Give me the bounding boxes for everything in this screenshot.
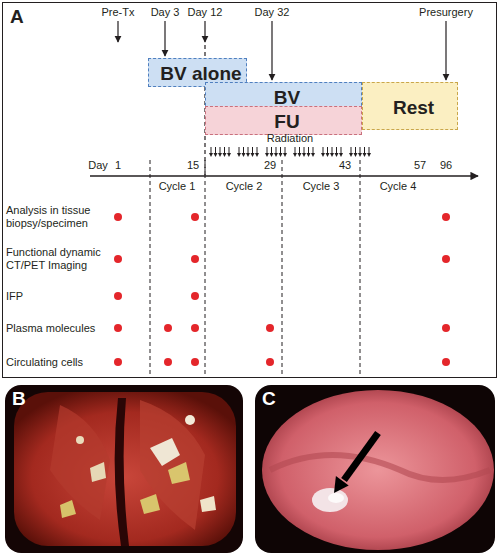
day-label: 29 [264,159,276,172]
row-label: Analysis in tissue biopsy/specimen [6,204,110,230]
day-label: Day [88,159,108,172]
divider-line [360,160,361,376]
phase-box: Rest [362,82,458,130]
day-label: 96 [440,159,452,172]
time-arrow [271,21,272,80]
day-label: 43 [339,159,351,172]
cycle-label: Cycle 4 [380,180,417,193]
photo-panel: B [5,385,243,553]
day-label: 57 [414,159,426,172]
cycle-label: Cycle 1 [159,180,196,193]
radiation-arrow [270,147,274,157]
cycle-dividers [150,160,360,376]
radiation-arrow [330,147,334,157]
panel-label: B [5,385,26,410]
radiation-arrow [321,147,325,157]
time-arrows [118,21,446,176]
radiation-arrow [283,147,287,157]
sample-dot [442,358,450,366]
phase-box: FU [205,106,362,135]
sample-dot [114,324,122,332]
radiation-arrow [326,147,330,157]
timepoint-label: Day 12 [188,6,223,19]
radiation-arrow [242,147,246,157]
sample-dot [191,255,199,263]
cycle-label: Cycle 2 [226,180,263,193]
sample-dot [442,255,450,263]
time-axis [90,175,478,176]
sample-dot [191,324,199,332]
radiation-arrow [307,147,311,157]
row-label: IFP [6,290,110,303]
sample-dot [164,358,172,366]
radiation-arrow [218,147,222,157]
day-label: 1 [115,159,121,172]
radiation-arrow [279,147,283,157]
row-label: Functional dynamic CT/PET Imaging [6,246,110,272]
panel-label: C [255,385,276,410]
timepoint-label: Presurgery [419,6,473,19]
day-label: 15 [187,159,199,172]
time-arrow [445,21,446,80]
radiation-arrow [214,147,218,157]
endoscopy-photo [255,385,495,553]
sample-dot [191,213,199,221]
sample-dot [164,324,172,332]
radiation-arrow [274,147,278,157]
radiation-arrow [223,147,227,157]
timepoint-label: Day 3 [151,6,180,19]
time-arrow [164,21,165,56]
time-arrow [204,21,205,42]
radiation-arrow [349,147,353,157]
radiation-arrow [246,147,250,157]
pointer-arrow [344,433,378,480]
radiation-arrow [302,147,306,157]
row-label: Plasma molecules [6,322,110,335]
time-arrow [117,21,118,42]
sample-dot [266,324,274,332]
divider-line [150,160,151,376]
endoscopy-photo [5,385,243,553]
sample-dot [191,292,199,300]
radiation-arrow [339,147,343,157]
sample-dot [114,292,122,300]
radiation-arrow [237,147,241,157]
phase-label: Rest [386,94,434,119]
radiation-arrow [251,147,255,157]
cycle-label: Cycle 3 [303,180,340,193]
phase-label: FU [267,108,299,133]
radiation-arrows [209,147,371,157]
radiation-arrow [311,147,315,157]
timepoint-label: Day 32 [255,6,290,19]
treatment-label: Radiation [267,132,313,145]
radiation-arrow [367,147,371,157]
panel-label: A [3,3,24,28]
photo-panel: C [255,385,495,553]
row-label: Circulating cells [6,356,110,369]
divider-line [205,160,206,376]
radiation-arrow [265,147,269,157]
divider-line [282,160,283,376]
radiation-arrow [298,147,302,157]
sample-dots [114,213,450,366]
sample-dot [442,213,450,221]
radiation-arrow [354,147,358,157]
radiation-arrow [255,147,259,157]
radiation-arrow [335,147,339,157]
sample-dot [114,358,122,366]
radiation-arrow [209,147,213,157]
radiation-arrow [363,147,367,157]
sample-dot [266,358,274,366]
sample-dot [114,255,122,263]
timepoint-label: Pre-Tx [102,6,135,19]
sample-dot [114,213,122,221]
sample-dot [442,324,450,332]
radiation-arrow [358,147,362,157]
radiation-arrow [293,147,297,157]
sample-dot [191,358,199,366]
pointer-arrow-head [334,476,349,493]
radiation-arrow [227,147,231,157]
